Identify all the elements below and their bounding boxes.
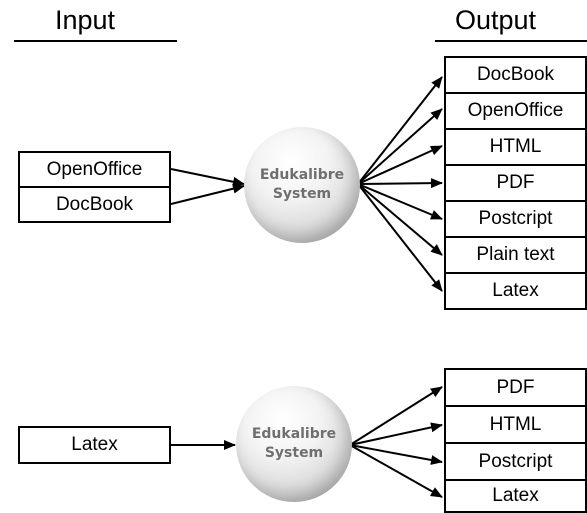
arrow-system-to-postcript	[357, 183, 443, 220]
system-label-2: Edukalibre System	[236, 425, 352, 463]
arrow-system-to-plain-text	[357, 183, 443, 256]
system-label-line1: Edukalibre	[259, 167, 345, 183]
flow2-output-latex: Latex	[492, 485, 539, 506]
arrow-system2-to-postcript	[349, 444, 443, 465]
edukalibre-system-sphere-2	[236, 386, 352, 502]
arrow-system-to-openoffice	[357, 108, 443, 185]
flow1-output-pdf: PDF	[446, 166, 585, 202]
flow2-input-latex: Latex	[18, 426, 171, 464]
system-label-line2: System	[264, 445, 324, 461]
arrow-system2-to-latex	[349, 444, 443, 498]
flow1-output-latex: Latex	[492, 280, 539, 301]
edukalibre-system-sphere-1	[244, 127, 360, 243]
flow1-input-openoffice: OpenOffice	[20, 153, 169, 188]
output-header-rule	[435, 40, 587, 42]
flow1-input-stack: OpenOffice DocBook	[18, 151, 171, 223]
flow1-output-docbook: DocBook	[446, 58, 585, 94]
flow1-input-docbook: DocBook	[55, 193, 134, 215]
input-header-rule	[14, 40, 177, 42]
flow1-output-postcript: Postcript	[446, 202, 585, 238]
flow1-output-html: HTML	[446, 130, 585, 166]
system-label-line1: Edukalibre	[251, 426, 337, 442]
arrow-docbook-to-system	[170, 183, 245, 205]
system-label-1: Edukalibre System	[244, 166, 360, 204]
flow1-output-openoffice: OpenOffice	[446, 94, 585, 130]
system-label-line2: System	[272, 186, 332, 202]
flow2-output-html: HTML	[446, 407, 585, 444]
flow2-output-postcript: Postcript	[446, 444, 585, 481]
arrow-system-to-html	[357, 145, 443, 185]
flow1-output-plain-text: Plain text	[446, 238, 585, 274]
arrow-system-to-pdf	[357, 178, 443, 189]
input-header: Input	[55, 5, 116, 35]
flow2-output-stack: PDF HTML Postcript Latex	[444, 368, 587, 513]
flow2-output-pdf: PDF	[446, 370, 585, 407]
arrow-system2-to-pdf	[349, 386, 443, 446]
arrow-system-to-docbook	[357, 76, 443, 185]
output-header: Output	[455, 5, 537, 35]
arrow-system-to-latex	[357, 183, 443, 292]
flow1-output-stack: DocBook OpenOffice HTML PDF Postcript Pl…	[444, 56, 587, 310]
arrow-openoffice-to-system	[170, 168, 245, 187]
arrow-system2-to-html	[349, 422, 443, 446]
